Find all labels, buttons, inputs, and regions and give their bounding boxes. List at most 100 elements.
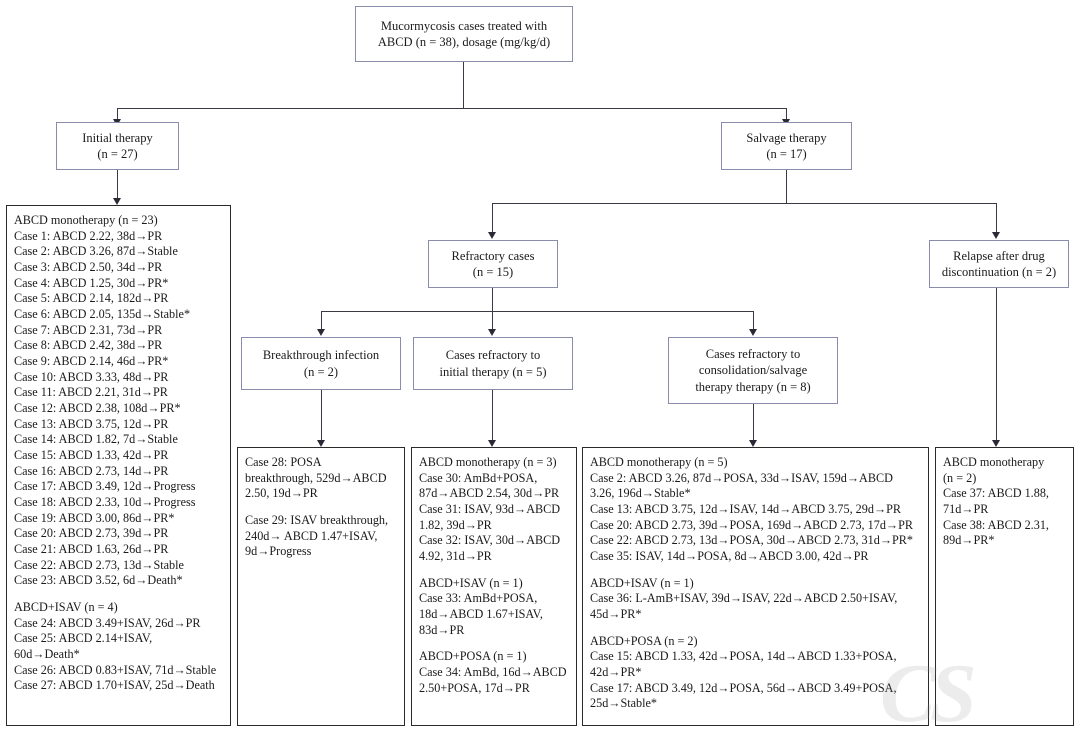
list-block-spacer xyxy=(419,638,570,649)
listbox-initial-therapy-cases[interactable]: ABCD monotherapy (n = 23)Case 1: ABCD 2.… xyxy=(6,205,231,726)
list-item: Case 34: AmBd, 16d→ABCD 2.50+POSA, 17d→P… xyxy=(419,665,567,695)
list-item: Case 30: AmBd+POSA, 87d→ABCD 2.54, 30d→P… xyxy=(419,470,560,501)
list-item: Case 15: ABCD 1.33, 42d→POSA, 14d→ABCD 1… xyxy=(590,649,897,680)
list-item: Case 7: ABCD 2.31, 73d→PR xyxy=(14,322,163,337)
arrow-to-relapse xyxy=(992,232,1000,239)
connector-refractory-consolidation-to-list xyxy=(753,404,755,442)
list-item: Case 23: ABCD 3.52, 6d→Death* xyxy=(14,573,183,588)
node-root[interactable]: Mucormycosis cases treated with ABCD (n … xyxy=(355,6,573,62)
list-item: Case 2: ABCD 3.26, 87d→POSA, 33d→ISAV, 1… xyxy=(590,470,893,501)
connector-salvage-bus xyxy=(492,203,997,205)
node-refractory-consolidation-label: Cases refractory to consolidation/salvag… xyxy=(695,346,811,394)
arrow-to-refractory-initial xyxy=(488,329,496,336)
node-salvage-therapy[interactable]: Salvage therapy (n = 17) xyxy=(721,122,852,170)
connector-refractory-initial-to-list xyxy=(492,390,494,442)
list-block-heading: ABCD+ISAV (n = 1) xyxy=(590,575,694,590)
list-item: Case 10: ABCD 3.33, 48d→PR xyxy=(14,369,169,384)
list-item: Case 14: ABCD 1.82, 7d→Stable xyxy=(14,432,178,447)
node-initial-therapy-label: Initial therapy (n = 27) xyxy=(82,130,153,162)
list-item: Case 29: ISAV breakthrough, 240d→ ABCD 1… xyxy=(245,513,389,559)
listbox-refractory-consolidation-cases[interactable]: ABCD monotherapy (n = 5)Case 2: ABCD 3.2… xyxy=(582,447,929,726)
list-item: Case 38: ABCD 2.31, 89d→PR* xyxy=(943,517,1049,548)
node-relapse-label: Relapse after drug discontinuation (n = … xyxy=(941,248,1057,280)
list-block-spacer xyxy=(590,623,922,634)
node-refractory-cases-label: Refractory cases (n = 15) xyxy=(451,248,535,280)
node-refractory-cases[interactable]: Refractory cases (n = 15) xyxy=(428,240,558,288)
listbox-breakthrough-cases[interactable]: Case 28: POSA breakthrough, 529d→ABCD 2.… xyxy=(237,447,405,726)
node-refractory-initial-therapy[interactable]: Cases refractory to initial therapy (n =… xyxy=(413,337,573,390)
listbox-relapse-cases[interactable]: ABCD monotherapy (n = 2)Case 37: ABCD 1.… xyxy=(935,447,1074,726)
connector-refractory-stem xyxy=(492,288,494,311)
node-refractory-initial-label: Cases refractory to initial therapy (n =… xyxy=(439,348,547,379)
connector-root-bus xyxy=(117,108,787,110)
list-item: Case 17: ABCD 3.49, 12d→Progress xyxy=(14,479,196,494)
list-block-heading: ABCD monotherapy (n = 2) xyxy=(943,455,1045,485)
list-item: Case 32: ISAV, 30d→ABCD 4.92, 31d→PR xyxy=(419,533,561,564)
node-breakthrough-infection[interactable]: Breakthrough infection (n = 2) xyxy=(241,337,401,390)
list-item: Case 2: ABCD 3.26, 87d→Stable xyxy=(14,244,178,259)
list-block-spacer xyxy=(590,565,922,576)
connector-salvage-to-refractory xyxy=(492,203,494,235)
list-block-heading: ABCD monotherapy (n = 3) xyxy=(419,455,557,469)
node-refractory-consolidation-therapy[interactable]: Cases refractory to consolidation/salvag… xyxy=(668,337,838,404)
connector-root-stem xyxy=(463,62,465,108)
list-item: Case 15: ABCD 1.33, 42d→PR xyxy=(14,448,169,463)
connector-salvage-to-relapse xyxy=(996,203,998,235)
list-item: Case 27: ABCD 1.70+ISAV, 25d→Death xyxy=(14,678,215,693)
node-salvage-therapy-label: Salvage therapy (n = 17) xyxy=(746,130,827,162)
node-initial-therapy[interactable]: Initial therapy (n = 27) xyxy=(56,122,179,170)
connector-root-to-initial xyxy=(117,108,119,122)
list-block-heading: ABCD+ISAV (n = 4) xyxy=(14,600,118,615)
list-item: Case 17: ABCD 3.49, 12d→POSA, 56d→ABCD 3… xyxy=(590,680,897,711)
arrow-to-initial-list xyxy=(113,198,121,205)
list-block-spacer xyxy=(419,565,570,576)
list-block-heading: ABCD+POSA (n = 2) xyxy=(590,633,698,648)
list-item: Case 13: ABCD 3.75, 12d→ISAV, 14d→ABCD 3… xyxy=(590,502,902,517)
list-item: Case 35: ISAV, 14d→POSA, 8d→ABCD 3.00, 4… xyxy=(590,549,869,564)
list-item: Case 31: ISAV, 93d→ABCD 1.82, 39d→PR xyxy=(419,502,561,532)
list-item: Case 22: ABCD 2.73, 13d→POSA, 30d→ABCD 2… xyxy=(590,533,914,548)
connector-initial-to-list xyxy=(117,170,119,200)
arrow-to-refractory-consolidation-list xyxy=(749,440,757,447)
list-item: Case 9: ABCD 2.14, 46d→PR* xyxy=(14,354,169,369)
node-root-label: Mucormycosis cases treated with ABCD (n … xyxy=(377,18,551,50)
connector-relapse-to-list xyxy=(996,288,998,442)
listbox-refractory-initial-cases[interactable]: ABCD monotherapy (n = 3)Case 30: AmBd+PO… xyxy=(411,447,577,726)
list-item: Case 24: ABCD 3.49+ISAV, 26d→PR xyxy=(14,615,201,630)
arrow-to-refractory-consolidation xyxy=(749,329,757,336)
list-item: Case 6: ABCD 2.05, 135d→Stable* xyxy=(14,307,191,322)
list-item: Case 4: ABCD 1.25, 30d→PR* xyxy=(14,275,169,290)
connector-refractory-to-initial-refractory xyxy=(492,311,494,332)
connector-salvage-stem xyxy=(786,170,788,203)
list-block-spacer xyxy=(14,589,224,600)
list-block-heading: ABCD monotherapy (n = 23) xyxy=(14,213,158,227)
list-block-heading: ABCD+ISAV (n = 1) xyxy=(419,575,523,590)
connector-refractory-to-breakthrough xyxy=(321,311,323,332)
list-block-heading: ABCD+POSA (n = 1) xyxy=(419,649,527,664)
arrow-to-breakthrough xyxy=(317,329,325,336)
arrow-to-relapse-list xyxy=(992,440,1000,447)
list-item: Case 18: ABCD 2.33, 10d→Progress xyxy=(14,495,196,510)
list-item: Case 13: ABCD 3.75, 12d→PR xyxy=(14,416,169,431)
list-item: Case 33: AmBd+POSA, 18d→ABCD 1.67+ISAV, … xyxy=(419,591,543,637)
node-relapse-after-discontinuation[interactable]: Relapse after drug discontinuation (n = … xyxy=(929,240,1069,288)
list-item: Case 20: ABCD 2.73, 39d→POSA, 169d→ABCD … xyxy=(590,517,914,532)
list-item: Case 26: ABCD 0.83+ISAV, 71d→Stable xyxy=(14,662,217,677)
list-item: Case 36: L-AmB+ISAV, 39d→ISAV, 22d→ABCD … xyxy=(590,591,898,622)
list-item: Case 5: ABCD 2.14, 182d→PR xyxy=(14,291,169,306)
arrow-to-refractory-cases xyxy=(488,232,496,239)
arrow-to-refractory-initial-list xyxy=(488,440,496,447)
connector-root-to-salvage xyxy=(786,108,788,122)
list-item: Case 19: ABCD 3.00, 86d→PR* xyxy=(14,510,175,525)
node-breakthrough-label: Breakthrough infection (n = 2) xyxy=(262,348,380,379)
list-item: Case 20: ABCD 2.73, 39d→PR xyxy=(14,526,169,541)
list-item: Case 3: ABCD 2.50, 34d→PR xyxy=(14,260,163,275)
list-item: Case 16: ABCD 2.73, 14d→PR xyxy=(14,463,169,478)
list-block-spacer xyxy=(245,502,398,513)
list-item: Case 1: ABCD 2.22, 38d→PR xyxy=(14,228,163,243)
list-item: Case 28: POSA breakthrough, 529d→ABCD 2.… xyxy=(245,455,387,501)
connector-refractory-to-consolidation xyxy=(753,311,755,332)
list-item: Case 8: ABCD 2.42, 38d→PR xyxy=(14,338,163,353)
list-block-heading: ABCD monotherapy (n = 5) xyxy=(590,455,728,469)
